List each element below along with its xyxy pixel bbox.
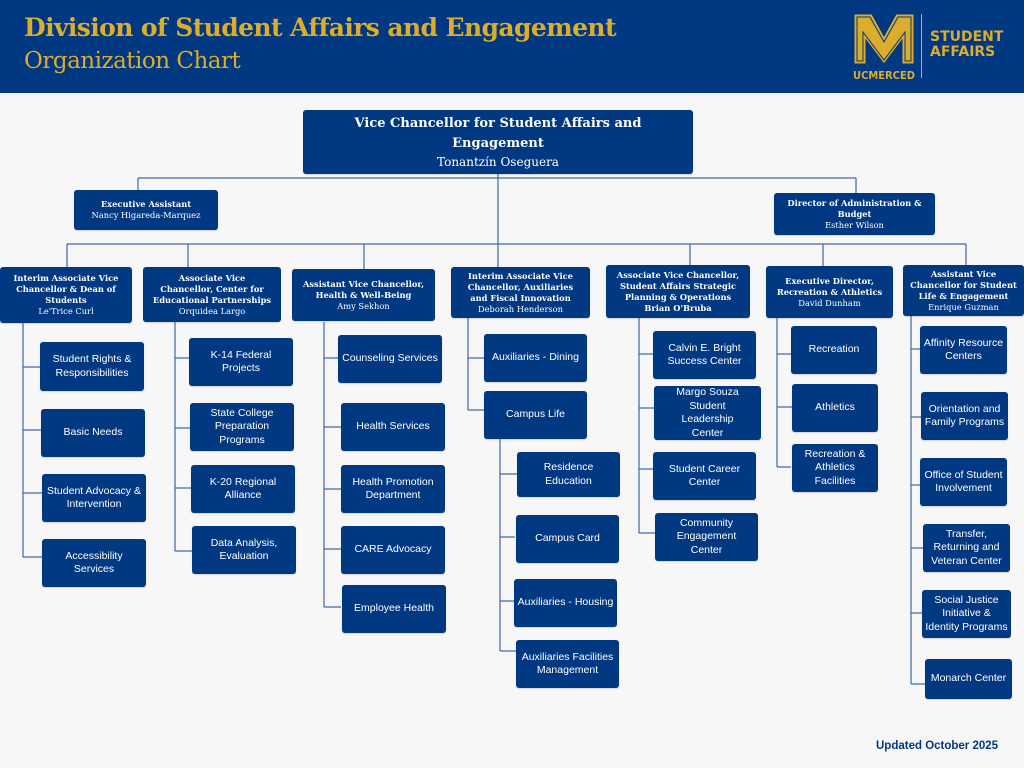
vice-chancellor-name: Tonantzín Oseguera (437, 154, 559, 169)
vice-chancellor-box: Vice Chancellor for Student Affairs and … (303, 110, 693, 174)
unit-health-promotion: Health Promotion Department (341, 465, 445, 513)
unit-care-advocacy: CARE Advocacy (341, 526, 445, 574)
unit-auxiliaries-facilities: Auxiliaries Facilities Management (516, 640, 619, 688)
division-head-health-well-being: Assistant Vice Chancellor, Health & Well… (292, 269, 435, 321)
unit-employee-health: Employee Health (342, 585, 446, 633)
unit-health-services: Health Services (341, 403, 445, 451)
unit-calvin-bright-success: Calvin E. Bright Success Center (653, 331, 756, 379)
director-admin-budget-box: Director of Administration & Budget Esth… (774, 193, 935, 235)
updated-date: Updated October 2025 (876, 740, 999, 752)
unit-basic-needs: Basic Needs (41, 409, 145, 457)
unit-student-involvement: Office of Student Involvement (920, 458, 1007, 506)
header-banner: Division of Student Affairs and Engageme… (0, 0, 1024, 93)
unit-state-college-prep: State College Preparation Programs (190, 403, 294, 451)
unit-auxiliaries-dining: Auxiliaries - Dining (484, 334, 587, 382)
unit-k14-federal: K-14 Federal Projects (189, 338, 293, 386)
unit-student-advocacy: Student Advocacy & Intervention (42, 474, 146, 522)
executive-assistant-box: Executive Assistant Nancy Higareda-Marqu… (74, 190, 218, 230)
unit-data-analysis: Data Analysis, Evaluation (192, 526, 296, 574)
unit-counseling-services: Counseling Services (338, 335, 442, 383)
page-title: Division of Student Affairs and Engageme… (24, 13, 617, 42)
unit-affinity-resource-centers: Affinity Resource Centers (920, 326, 1007, 374)
unit-student-rights: Student Rights & Responsibilities (40, 342, 144, 391)
page-subtitle: Organization Chart (24, 48, 241, 74)
vice-chancellor-title: Vice Chancellor for Student Affairs and … (354, 115, 642, 151)
division-head-educational-partnerships: Associate Vice Chancellor, Center for Ed… (143, 267, 281, 322)
division-head-strategic-planning: Associate Vice Chancellor, Student Affai… (606, 265, 750, 318)
unit-orientation-family: Orientation and Family Programs (921, 392, 1008, 440)
unit-student-career-center: Student Career Center (653, 452, 756, 500)
unit-accessibility-services: Accessibility Services (42, 539, 146, 587)
unit-recreation: Recreation (791, 326, 877, 374)
unit-community-engagement: Community Engagement Center (655, 513, 758, 561)
division-head-dean-of-students: Interim Associate Vice Chancellor & Dean… (0, 267, 132, 323)
unit-auxiliaries-housing: Auxiliaries - Housing (514, 579, 617, 627)
unit-social-justice: Social Justice Initiative & Identity Pro… (922, 590, 1011, 638)
unit-recreation-athletics-facilities: Recreation & Athletics Facilities (792, 444, 878, 492)
unit-campus-life: Campus Life (484, 391, 587, 439)
division-head-student-life: Assistant Vice Chancellor for Student Li… (903, 265, 1024, 316)
logo-divider (921, 14, 922, 78)
unit-margo-souza-leadership: Margo Souza Student Leadership Center (654, 386, 761, 440)
wordmark: UCMERCED (853, 69, 915, 82)
unit-campus-card: Campus Card (516, 515, 619, 563)
unit-athletics: Athletics (792, 384, 878, 432)
division-head-recreation-athletics: Executive Director, Recreation & Athleti… (766, 266, 893, 318)
division-head-auxiliaries: Interim Associate Vice Chancellor, Auxil… (451, 267, 590, 318)
unit-transfer-returning-veteran: Transfer, Returning and Veteran Center (923, 524, 1010, 572)
unit-k20-regional: K-20 Regional Alliance (191, 465, 295, 513)
uc-merced-student-affairs-logo: UCMERCED STUDENT AFFAIRS (852, 12, 1012, 82)
logo-unit-name: STUDENT AFFAIRS (930, 29, 1004, 60)
unit-residence-education: Residence Education (517, 452, 620, 497)
unit-monarch-center: Monarch Center (925, 659, 1012, 699)
uc-merced-m-icon: UCMERCED (853, 13, 915, 82)
